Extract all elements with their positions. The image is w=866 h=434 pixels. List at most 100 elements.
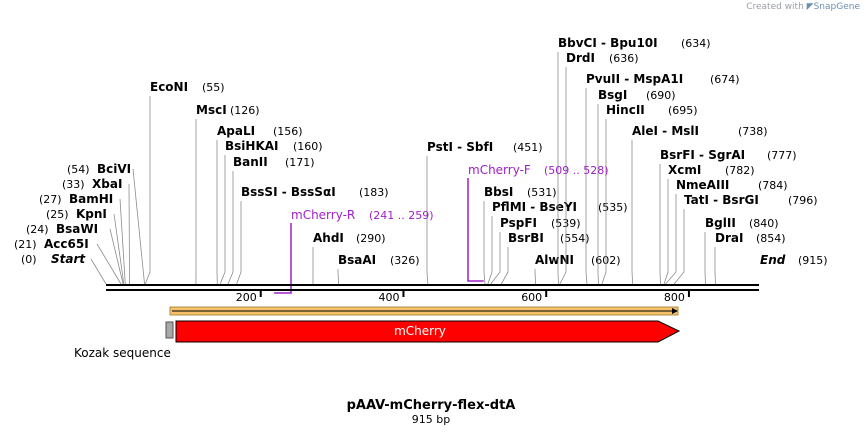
site-position: (290): [356, 232, 386, 245]
site-position: (840): [749, 217, 779, 230]
site-apali[interactable]: ApaLI(156): [216, 124, 303, 285]
site-position: (126): [230, 104, 260, 117]
site-alei[interactable]: AleI - MslI (738): [631, 124, 768, 285]
ruler-tick-200: 200: [236, 291, 262, 304]
site-bsihkai[interactable]: BsiHKAI(160): [219, 139, 323, 285]
site-start[interactable]: (0)Start: [21, 252, 107, 285]
site-name: ApaLI: [217, 124, 255, 138]
site-name: XbaI: [92, 177, 122, 191]
site-acc65i[interactable]: (21)Acc65I: [14, 237, 122, 285]
credit-prefix: Created with: [746, 2, 804, 12]
tick-mark: [402, 291, 405, 297]
site-position: (535): [598, 201, 628, 214]
site-leader-line: [483, 201, 486, 285]
site-leader-line: [487, 216, 493, 285]
site-bbsi[interactable]: BbsI(531): [483, 185, 557, 285]
site-position: (695): [668, 104, 698, 117]
site-bamhi[interactable]: (27) BamHI: [39, 192, 126, 285]
site-leader-line: [113, 213, 125, 285]
tick-label: 600: [521, 291, 542, 304]
site-leader-line: [132, 168, 145, 285]
site-position: (451): [513, 141, 543, 154]
site-leader-line: [128, 183, 130, 285]
mcherry-label: mCherry: [394, 324, 446, 338]
site-bsssi[interactable]: BssSI - BssSαI (183): [236, 185, 389, 285]
primer-mcherry-r[interactable]: mCherry-R(241 .. 259): [274, 208, 434, 294]
site-ahdi[interactable]: AhdI (290): [312, 231, 386, 285]
site-name: KpnI: [76, 207, 107, 221]
site-bglii[interactable]: BglII(840): [704, 216, 779, 285]
site-nmeaiii[interactable]: NmeAIII (784): [665, 178, 788, 285]
site-position: (782): [725, 164, 755, 177]
site-name: BsaWI: [56, 222, 98, 236]
site-bsawi[interactable]: (24) BsaWI: [26, 222, 124, 285]
site-name: NmeAIII: [676, 178, 729, 192]
site-leader-line: [585, 88, 588, 285]
site-name: BamHI: [69, 192, 113, 206]
primer-range: (509 .. 528): [544, 164, 609, 177]
site-pvuii[interactable]: PvuII - MspA1I(674): [585, 72, 740, 285]
site-position: (738): [738, 125, 768, 138]
site-name: BssSI - BssSαI: [241, 185, 336, 199]
site-hincii[interactable]: HincII (695): [601, 103, 698, 285]
site-position: (55): [202, 81, 225, 94]
site-leader-line: [665, 194, 677, 285]
site-drai[interactable]: DraI(854): [714, 231, 786, 285]
site-bcivi[interactable]: (54)BciVI: [67, 162, 145, 285]
site-msci[interactable]: MscI(126): [195, 103, 260, 285]
tick-mark: [687, 291, 690, 297]
site-xcmi[interactable]: XcmI(782): [663, 163, 755, 285]
site-drdi[interactable]: DrdI(636): [559, 51, 639, 285]
site-xbai[interactable]: (33)XbaI: [62, 177, 130, 285]
site-leader-line: [119, 198, 126, 285]
site-psti[interactable]: PstI - SbfI (451): [426, 140, 543, 285]
site-pspfi[interactable]: PspFI(539): [490, 216, 581, 285]
primer-bar: [467, 178, 484, 282]
site-bsaai[interactable]: BsaAI(326): [337, 253, 420, 285]
site-leader-line: [559, 67, 567, 285]
site-name: BanII: [233, 155, 268, 169]
site-leader-line: [501, 247, 509, 285]
site-position: (690): [646, 89, 676, 102]
site-bsgi[interactable]: BsgI (690): [597, 88, 676, 285]
site-bbvci[interactable]: BbvCI - Bpu10I(634): [557, 36, 711, 285]
site-name: PflMI - BseYI: [492, 200, 577, 214]
ruler-tick-600: 600: [521, 291, 548, 304]
site-position: (160): [293, 140, 323, 153]
snapgene-logo-icon: ◤: [806, 2, 814, 12]
site-end[interactable]: End(915): [760, 253, 828, 267]
site-position: (24): [26, 223, 49, 236]
site-position: (796): [788, 194, 818, 207]
site-position: (183): [359, 186, 389, 199]
site-position: (777): [767, 149, 797, 162]
site-name: AleI - MslI: [632, 124, 699, 138]
primer-name: mCherry-F: [468, 163, 531, 177]
site-banii[interactable]: BanII (171): [227, 155, 315, 285]
kozak-label: Kozak sequence: [74, 346, 171, 360]
site-alwni[interactable]: AlwNI(602): [534, 253, 621, 285]
site-name: BsgI: [598, 88, 627, 102]
site-bsrbi[interactable]: BsrBI(554): [501, 231, 590, 285]
site-position: (27): [39, 193, 62, 206]
site-name: AhdI: [313, 231, 344, 245]
plasmid-title: pAAV-mCherry-flex-dtA: [347, 398, 516, 413]
primers: mCherry-R(241 .. 259) mCherry-F (509 .. 52…: [274, 163, 609, 294]
site-position: (784): [758, 179, 788, 192]
site-econi[interactable]: EcoNI(55): [144, 80, 225, 285]
site-leader-line: [144, 96, 151, 285]
dna-backbone: [106, 284, 759, 291]
site-pflmi[interactable]: PflMI - BseYI (535): [487, 200, 628, 285]
ruler-tick-800: 800: [664, 291, 690, 304]
mcherry-feature: mCherry: [175, 320, 681, 343]
site-name: HincII: [606, 103, 645, 117]
site-name: PstI - SbfI: [427, 140, 493, 154]
site-leader-line: [96, 243, 122, 285]
site-tati[interactable]: TatI - BsrGI (796): [673, 193, 818, 285]
site-kpni[interactable]: (25)KpnI: [46, 207, 125, 285]
site-name: TatI - BsrGI: [684, 193, 759, 207]
primer-mcherry-f[interactable]: mCherry-F (509 .. 528): [467, 163, 609, 282]
orf-feature: [169, 306, 679, 316]
site-bsrfi[interactable]: BsrFI - SgrAI(777): [659, 148, 797, 285]
site-position: (171): [285, 156, 315, 169]
site-leader-line: [219, 155, 226, 285]
